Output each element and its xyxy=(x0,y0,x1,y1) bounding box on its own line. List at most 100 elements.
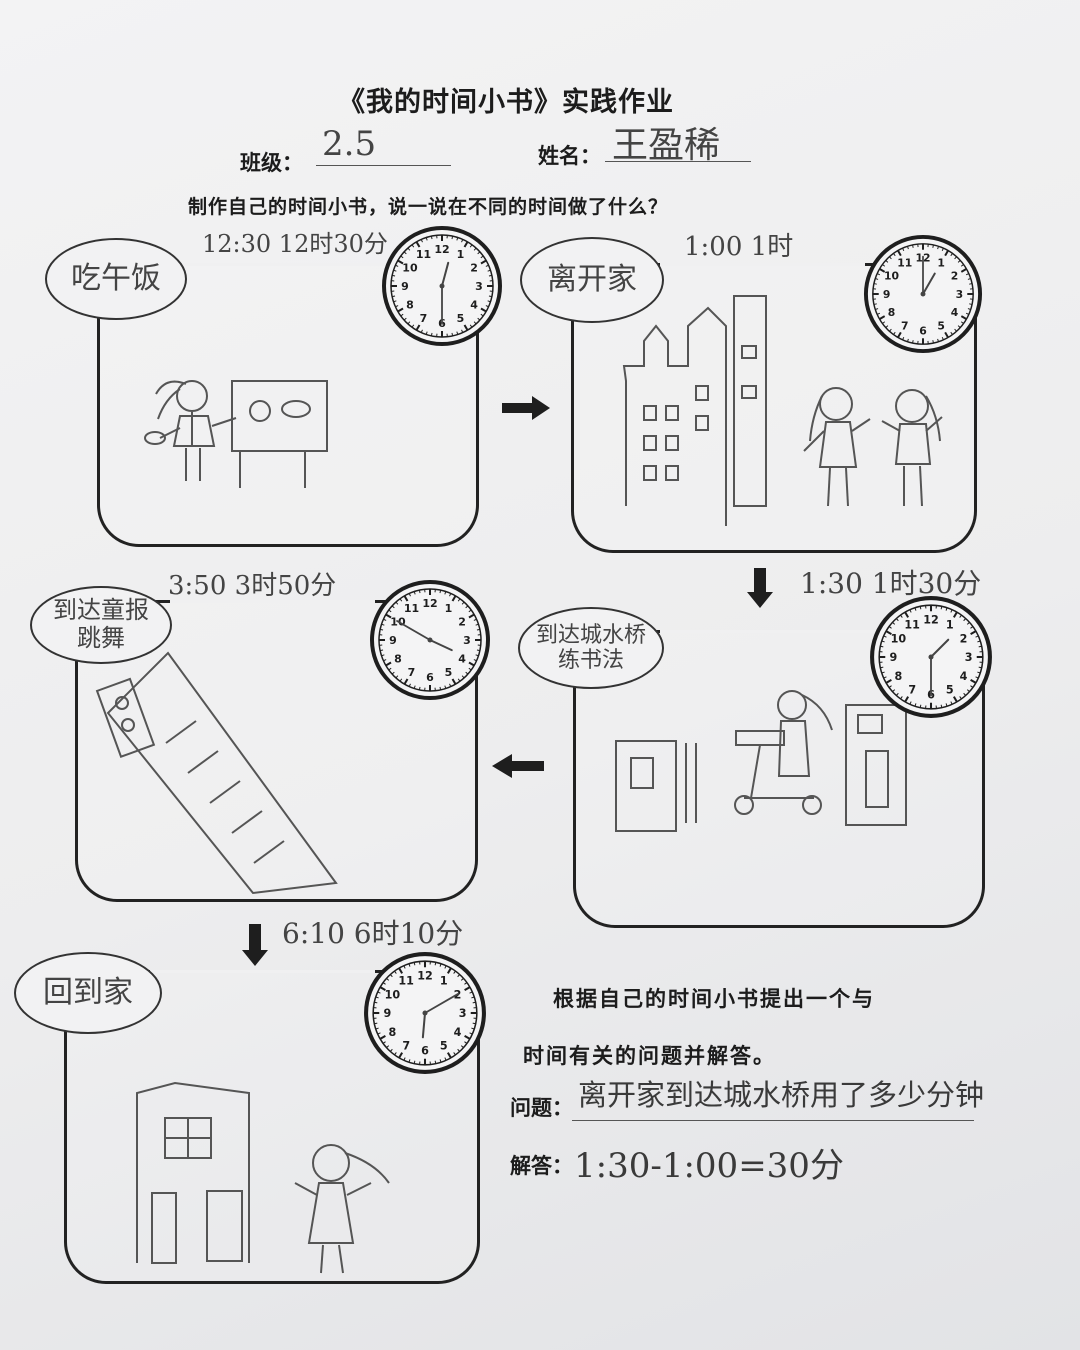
clock-tick xyxy=(377,991,381,994)
clock-numeral: 8 xyxy=(888,306,896,319)
clock-tick xyxy=(963,618,967,622)
clock-tick xyxy=(885,630,892,636)
clock-tick xyxy=(897,250,902,257)
clock-tick xyxy=(392,274,396,277)
clock-tick xyxy=(464,982,468,985)
clock-tick xyxy=(413,685,416,689)
clock-minute-hand xyxy=(396,620,431,641)
clock-tick xyxy=(425,237,428,241)
question-prompt-line2: 时间有关的问题并解答。 xyxy=(523,1044,776,1068)
clock-tick xyxy=(411,244,415,248)
clock-numeral: 1 xyxy=(445,602,453,615)
clock-tick xyxy=(897,331,902,338)
clock-numeral: 10 xyxy=(385,988,401,1001)
clock-hour-hand xyxy=(429,639,453,652)
clock-hour-hand xyxy=(441,261,450,287)
clock-tick xyxy=(919,704,922,708)
clock-tick xyxy=(403,595,409,602)
clock-tick xyxy=(403,251,407,255)
clock-tick xyxy=(485,264,489,267)
clock-tick xyxy=(383,618,387,621)
clock-tick xyxy=(944,331,949,338)
clock-tick xyxy=(919,606,922,610)
clock-tick xyxy=(444,965,447,969)
clock-tick xyxy=(965,312,970,315)
clock-numeral: 5 xyxy=(457,312,465,325)
clock-tick xyxy=(475,654,479,657)
clock-tick xyxy=(386,1045,390,1049)
clock-tick xyxy=(379,1034,386,1040)
clock-tick xyxy=(439,590,442,594)
clock-tick xyxy=(488,274,492,277)
clock-tick xyxy=(904,611,910,618)
clock-tick xyxy=(408,683,411,687)
clock-tick xyxy=(460,977,464,981)
clock-tick xyxy=(407,247,411,251)
clock-tick xyxy=(978,645,982,648)
clock-numeral: 11 xyxy=(897,256,912,269)
clock-tick xyxy=(952,611,958,618)
panel-1-drawing xyxy=(144,380,328,488)
panel-3-activity: 到达城水桥练书法 xyxy=(518,607,664,689)
panel-3-frame xyxy=(573,630,985,928)
clock-minute-hand xyxy=(424,992,460,1014)
clock-tick xyxy=(418,686,421,690)
clock-tick xyxy=(468,613,475,619)
clock-tick xyxy=(480,313,484,317)
clock-tick xyxy=(912,244,914,248)
clock-tick xyxy=(403,317,407,321)
clock-tick xyxy=(394,1052,397,1056)
clock-tick xyxy=(977,671,981,674)
clock-tick xyxy=(885,260,889,263)
clock-tick xyxy=(439,686,442,690)
clock-numeral: 12 xyxy=(422,597,437,610)
clock-tick xyxy=(471,1027,475,1030)
panel-5-drawing xyxy=(136,1081,390,1274)
clock-tick xyxy=(932,340,934,344)
clock-tick xyxy=(475,623,479,626)
clock-tick xyxy=(954,256,957,260)
clock-tick xyxy=(950,253,953,257)
clock-numeral: 1 xyxy=(946,619,954,632)
clock-tick xyxy=(451,595,457,602)
clock-tick xyxy=(449,593,452,597)
clock-tick xyxy=(375,996,379,999)
clock-tick xyxy=(461,675,465,679)
panel-2-activity: 离开家 xyxy=(520,237,664,323)
clock-numeral: 3 xyxy=(475,280,483,293)
clock-tick xyxy=(420,329,423,333)
clock-tick xyxy=(873,303,877,305)
clock-numeral: 4 xyxy=(951,306,959,319)
clock-tick xyxy=(476,649,480,652)
clock-tick xyxy=(385,661,392,667)
clock-tick xyxy=(388,667,392,671)
clock-tick xyxy=(413,591,416,595)
clock-numeral: 7 xyxy=(408,666,416,679)
clock-center xyxy=(427,637,433,643)
question-answer-text: 离开家到达城水桥用了多少分钟 xyxy=(578,1078,985,1112)
clock-tick xyxy=(383,659,387,662)
clock-tick xyxy=(950,701,953,705)
clock-tick xyxy=(457,598,461,602)
clock-tick xyxy=(957,260,961,263)
arrow-right-icon xyxy=(502,396,550,420)
clock-tick xyxy=(380,628,384,631)
clock-tick xyxy=(468,609,472,613)
arrow-down-icon-2 xyxy=(242,924,268,966)
clock-tick xyxy=(434,1060,437,1064)
clock-tick xyxy=(966,689,970,693)
clock-tick xyxy=(430,332,433,336)
clock-tick xyxy=(472,1022,476,1025)
panel-2-time: 1:00 1时 xyxy=(684,232,794,262)
clock-tick xyxy=(876,273,881,276)
clock-tick xyxy=(902,247,905,252)
arrow-down-icon xyxy=(747,568,773,608)
clock-tick xyxy=(460,1045,464,1049)
clock-tick xyxy=(879,315,886,320)
question-label: 问题： xyxy=(510,1096,573,1120)
clock-tick xyxy=(439,1059,442,1063)
clock-tick xyxy=(453,970,456,974)
clock-tick xyxy=(960,268,967,273)
